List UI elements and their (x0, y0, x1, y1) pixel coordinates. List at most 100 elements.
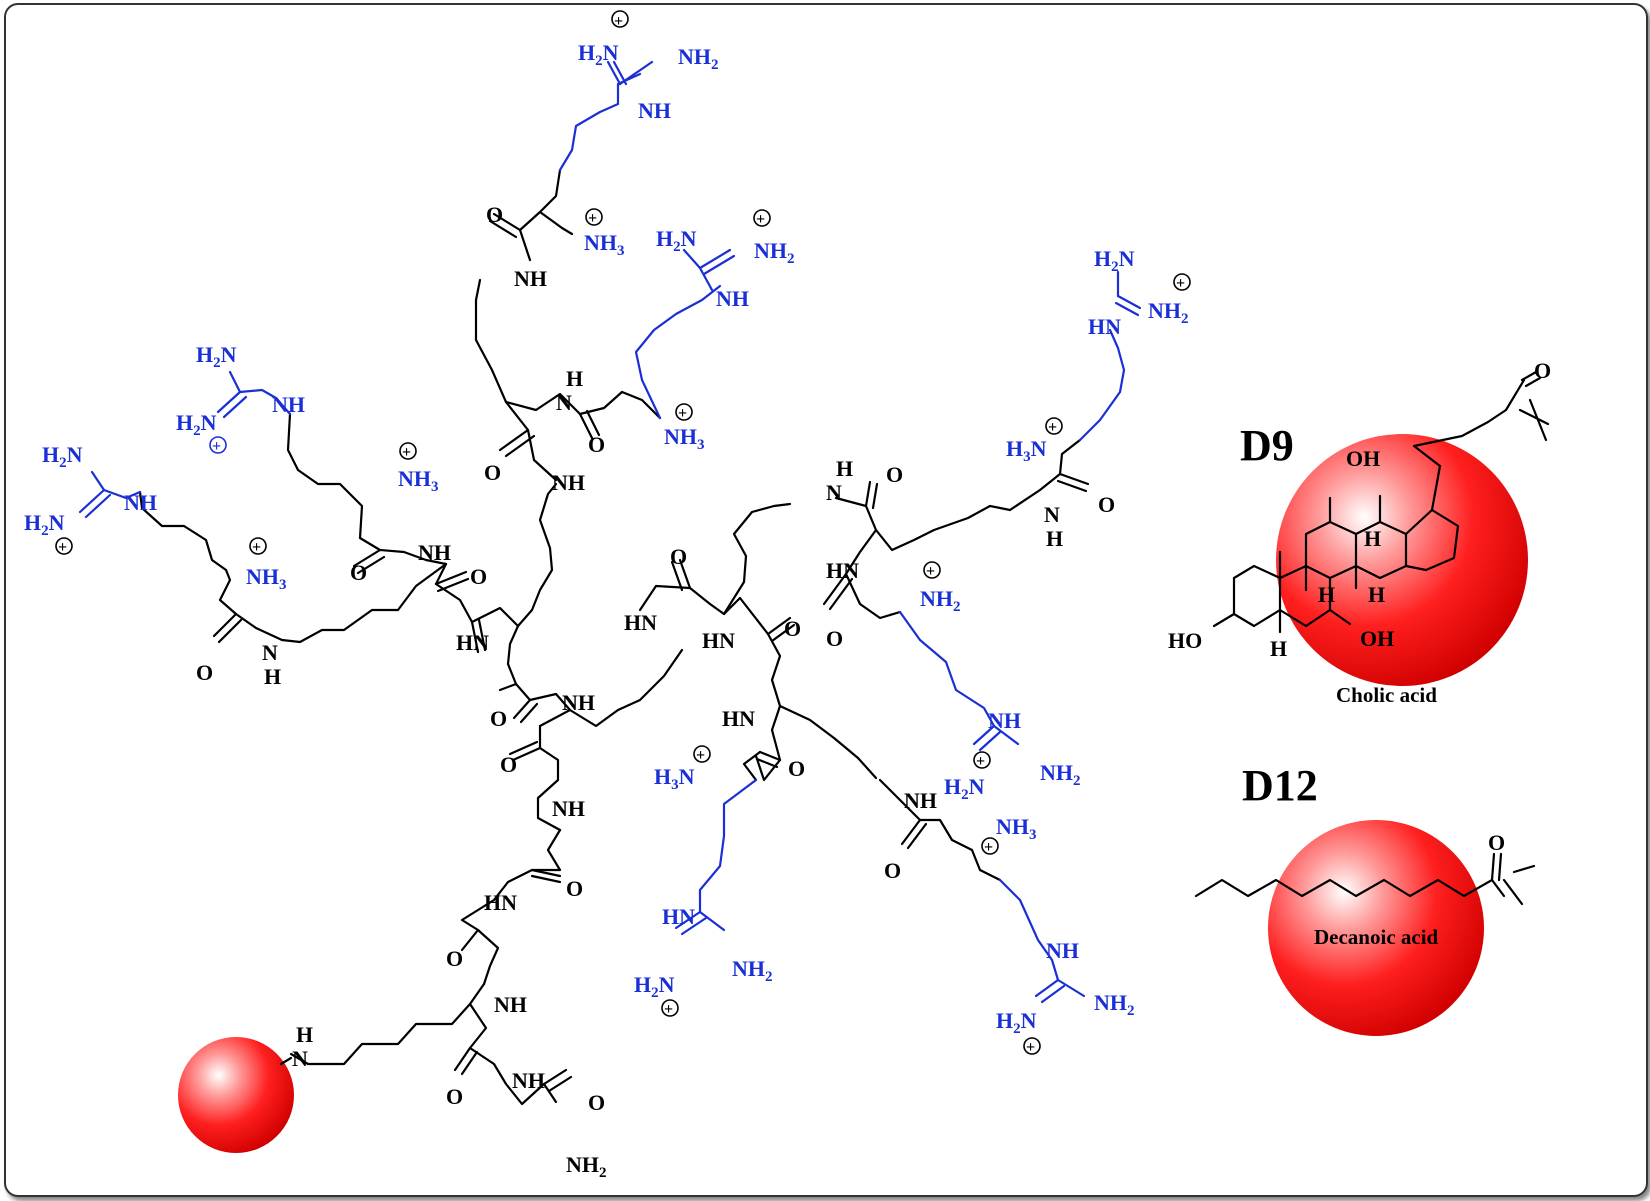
plus-charge (923, 561, 941, 579)
atom-oh: OH (1346, 446, 1380, 471)
atom-h2n: H2N (656, 226, 697, 255)
atom-nh: NH (716, 286, 749, 311)
ring-d (1404, 508, 1460, 572)
atom-hn: HN (1088, 314, 1121, 339)
ring-b (1278, 564, 1332, 628)
backbone-bonds (138, 168, 1090, 1106)
atom-o: O (446, 1084, 463, 1109)
plus-charge (585, 208, 603, 226)
atom-o: O (670, 544, 687, 569)
atom-o: O (470, 564, 487, 589)
atom-nh: NH (552, 796, 585, 821)
atom-hn: HN (484, 890, 517, 915)
atom-nh: NH (418, 540, 451, 565)
atom-nh: NH (988, 708, 1021, 733)
atom-o: O (826, 626, 843, 651)
plus-sign: + (984, 839, 993, 856)
atom-h2n: H2N (176, 410, 217, 439)
atom-nh: NH (514, 266, 547, 291)
plus-charge (249, 537, 267, 555)
atom-hn: HN (624, 610, 657, 635)
atom-h3n: H3N (654, 764, 695, 793)
atom-nh2: NH2 (1040, 760, 1081, 789)
atom-n: N (826, 480, 842, 505)
atom-h2n: H2N (1094, 246, 1135, 275)
atom-o: O (1534, 358, 1551, 383)
plus-charge (209, 436, 227, 454)
plus-sign: + (1026, 1039, 1035, 1056)
atom-h2n: H2N (42, 442, 83, 471)
atom-h: H (566, 366, 583, 391)
atom-nh: NH (512, 1068, 545, 1093)
atom-n: N (1044, 502, 1060, 527)
atom-o: O (490, 706, 507, 731)
atom-h2n: H2N (24, 510, 65, 539)
atom-oh: OH (1360, 626, 1394, 651)
plus-sign: + (614, 13, 623, 30)
atom-h: H (264, 664, 281, 689)
atom-nh: NH (638, 98, 671, 123)
atom-h: H (1368, 582, 1385, 607)
atom-nh2: NH2 (566, 1152, 607, 1181)
atom-nh2: NH2 (732, 956, 773, 985)
atom-o: O (486, 202, 503, 227)
d12-label: D12 (1242, 761, 1318, 810)
atom-h2n: H2N (196, 342, 237, 371)
atom-nh2: NH2 (678, 44, 719, 73)
atom-o: O (588, 1090, 605, 1115)
atom-ho: HO (1168, 628, 1202, 653)
core-bead (178, 1037, 294, 1153)
plus-charge (675, 403, 693, 421)
plus-charge (973, 751, 991, 769)
d9-panel: D9 O OH H H H OH HO H Cholic acid (1168, 358, 1551, 707)
cholic-bead (1276, 434, 1528, 686)
atom-nh: NH (272, 392, 305, 417)
atom-n: N (556, 390, 572, 415)
atom-o: O (484, 460, 501, 485)
plus-charge (753, 209, 771, 227)
atom-h: H (1046, 526, 1063, 551)
plus-sign: + (1048, 419, 1057, 436)
atom-o: O (784, 616, 801, 641)
atom-hn: HN (826, 558, 859, 583)
cholic-caption: Cholic acid (1336, 683, 1437, 707)
plus-charge (981, 837, 999, 855)
atom-nh3: NH3 (664, 424, 705, 453)
atom-nh: NH (1046, 938, 1079, 963)
d12-panel: D12 O Decanoic acid (1194, 761, 1536, 1036)
atom-h: H (1364, 526, 1381, 551)
atom-nh3: NH3 (246, 564, 287, 593)
atom-n: N (292, 1046, 308, 1071)
plus-sign: + (58, 539, 67, 556)
atom-h2n: H2N (996, 1008, 1037, 1037)
atom-o: O (500, 752, 517, 777)
atom-nh: NH (124, 490, 157, 515)
atom-nh2: NH2 (754, 238, 795, 267)
plus-sign: + (1176, 275, 1185, 292)
atom-nh: NH (562, 690, 595, 715)
ring-c (1304, 520, 1358, 580)
plus-sign: + (976, 753, 985, 770)
atom-h: H (1318, 582, 1335, 607)
atom-nh: NH (494, 992, 527, 1017)
decanoic-caption: Decanoic acid (1314, 925, 1439, 949)
plus-charge (1023, 1037, 1041, 1055)
plus-charge (611, 10, 629, 28)
d9-label: D9 (1240, 421, 1294, 470)
atom-o: O (1488, 830, 1505, 855)
atom-n: N (262, 640, 278, 665)
plus-sign: + (678, 405, 687, 422)
atom-o: O (588, 432, 605, 457)
decanoic-bead (1268, 820, 1484, 1036)
atom-nh: NH (552, 470, 585, 495)
atom-h2n: H2N (944, 774, 985, 803)
plus-sign: + (696, 747, 705, 764)
atom-h: H (296, 1022, 313, 1047)
plus-sign: + (252, 539, 261, 556)
plus-sign: + (588, 210, 597, 227)
plus-sign: + (402, 444, 411, 461)
atom-nh2: NH2 (920, 586, 961, 615)
plus-charge (693, 745, 711, 763)
atom-o: O (884, 858, 901, 883)
plus-charge (399, 442, 417, 460)
